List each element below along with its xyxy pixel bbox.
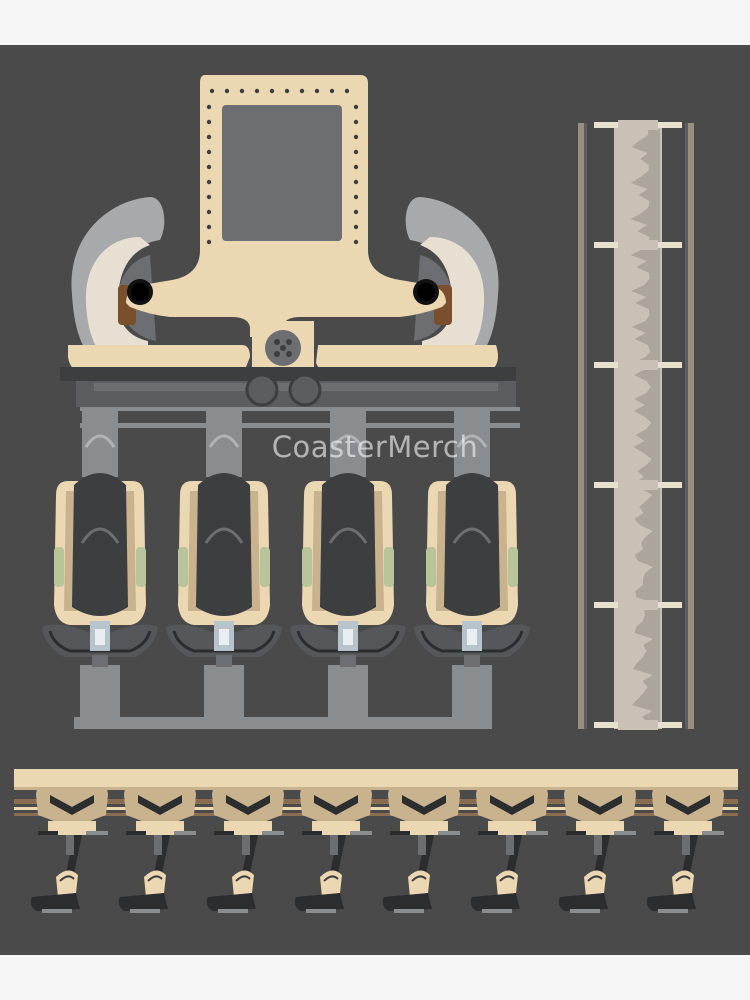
track-tie xyxy=(594,720,682,730)
side-row xyxy=(206,787,284,913)
front-seat xyxy=(166,411,282,717)
chassis-top xyxy=(60,367,516,381)
car-floor xyxy=(74,717,492,729)
side-rows xyxy=(30,787,724,913)
front-seat xyxy=(414,411,530,717)
side-row xyxy=(30,787,108,913)
track-tie xyxy=(594,600,682,610)
track-tie xyxy=(594,480,682,490)
front-car xyxy=(42,75,530,729)
track-ties xyxy=(594,120,682,730)
track-tie xyxy=(594,120,682,130)
side-row xyxy=(470,787,548,913)
track-tie xyxy=(594,360,682,370)
side-row xyxy=(558,787,636,913)
display-screen xyxy=(222,105,342,241)
side-row xyxy=(646,787,724,913)
track-tie xyxy=(594,240,682,250)
track-texture xyxy=(630,129,660,723)
coaster-illustration xyxy=(0,45,750,955)
side-top-rail xyxy=(14,769,738,787)
nose-plate xyxy=(126,75,446,337)
front-seats xyxy=(42,411,530,717)
front-seat xyxy=(290,411,406,717)
rivet-dots xyxy=(206,88,359,245)
side-row xyxy=(118,787,196,913)
rear-bar xyxy=(80,423,520,428)
front-seat xyxy=(42,411,158,717)
coaster-artboard xyxy=(0,45,750,955)
track-segment xyxy=(578,120,694,730)
side-row xyxy=(382,787,460,913)
side-row xyxy=(294,787,372,913)
side-view-train xyxy=(14,769,738,913)
